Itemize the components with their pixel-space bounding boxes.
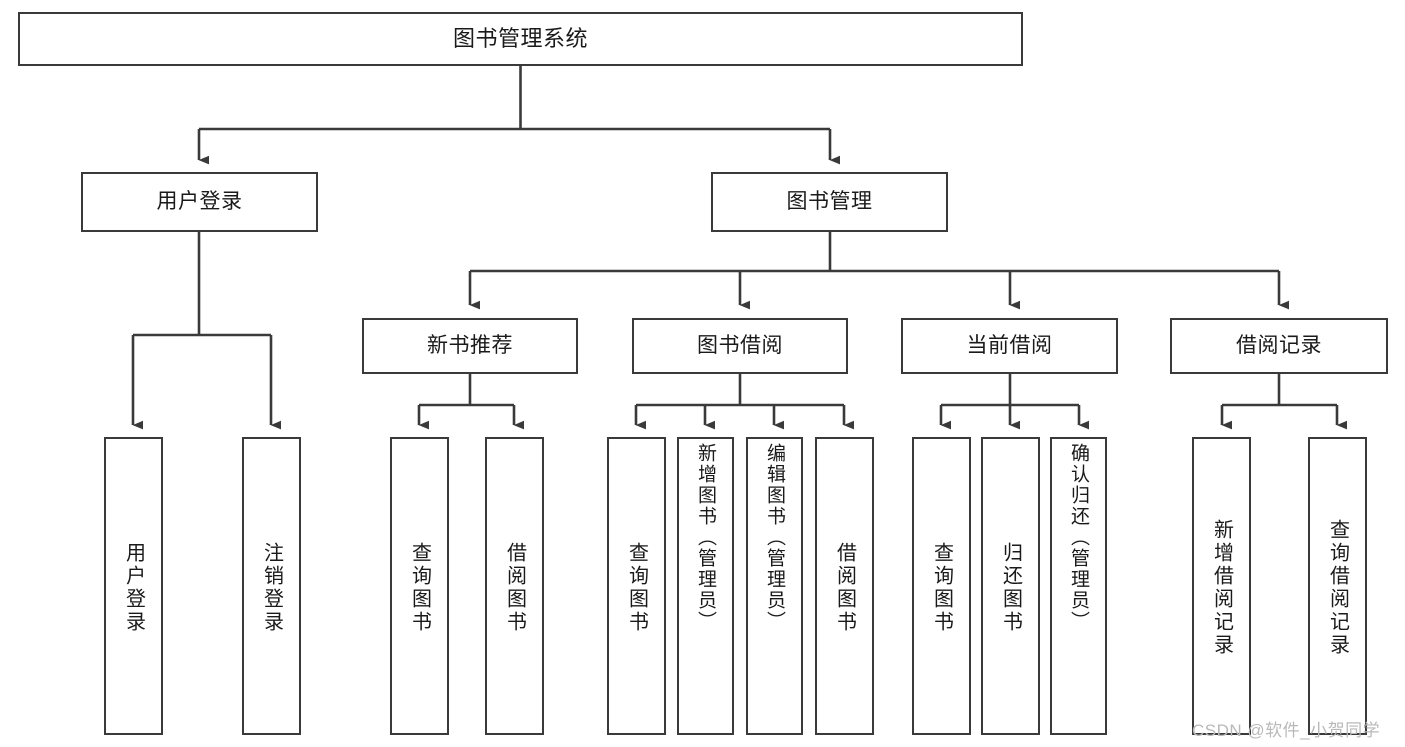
node-new-book-rec[interactable]: 新书推荐 [362,318,578,374]
node-current-borrow[interactable]: 当前借阅 [901,318,1118,374]
leaf-return-book-label: 归还图书 [999,542,1022,634]
leaf-edit-book-label: 编辑图书（管理员） [764,443,785,632]
leaf-borrow-book-1-label: 借阅图书 [503,542,526,634]
leaf-return-book[interactable]: 归还图书 [981,437,1040,735]
leaf-borrow-book-1[interactable]: 借阅图书 [485,437,544,735]
leaf-query-record[interactable]: 查询借阅记录 [1308,437,1367,735]
leaf-query-book-3[interactable]: 查询图书 [912,437,971,735]
leaf-edit-book[interactable]: 编辑图书（管理员） [746,437,803,735]
node-book-manage-label: 图书管理 [786,190,873,214]
leaf-query-book-2-label: 查询图书 [625,542,648,634]
leaf-user-login[interactable]: 用户登录 [104,437,163,735]
leaf-query-book-1[interactable]: 查询图书 [390,437,449,735]
node-new-book-rec-label: 新书推荐 [427,334,513,358]
node-borrow-record[interactable]: 借阅记录 [1170,318,1388,374]
node-current-borrow-label: 当前借阅 [966,334,1053,358]
node-root-label: 图书管理系统 [452,25,588,51]
leaf-confirm-return-label: 确认归还（管理员） [1068,443,1089,632]
leaf-confirm-return[interactable]: 确认归还（管理员） [1050,437,1107,735]
leaf-query-book-3-label: 查询图书 [930,542,953,634]
node-book-manage[interactable]: 图书管理 [711,172,948,232]
node-root[interactable]: 图书管理系统 [18,12,1023,66]
node-borrow-record-label: 借阅记录 [1236,334,1322,358]
leaf-logout-label: 注销登录 [260,542,283,634]
leaf-query-book-2[interactable]: 查询图书 [607,437,666,735]
node-user-login-label: 用户登录 [156,190,243,214]
leaf-add-book-label: 新增图书（管理员） [695,443,716,632]
csdn-watermark: CSDN @软件_小贺同学 [1192,721,1381,740]
leaf-borrow-book-2-label: 借阅图书 [833,542,856,634]
leaf-borrow-book-2[interactable]: 借阅图书 [815,437,874,735]
leaf-user-login-label: 用户登录 [122,542,145,634]
leaf-add-record-label: 新增借阅记录 [1210,519,1233,657]
node-book-borrow[interactable]: 图书借阅 [632,318,848,374]
leaf-query-record-label: 查询借阅记录 [1326,519,1349,657]
leaf-add-record[interactable]: 新增借阅记录 [1192,437,1251,735]
leaf-query-book-1-label: 查询图书 [408,542,431,634]
node-book-borrow-label: 图书借阅 [697,334,783,358]
leaf-add-book[interactable]: 新增图书（管理员） [677,437,734,735]
leaf-logout[interactable]: 注销登录 [242,437,301,735]
node-user-login[interactable]: 用户登录 [81,172,318,232]
